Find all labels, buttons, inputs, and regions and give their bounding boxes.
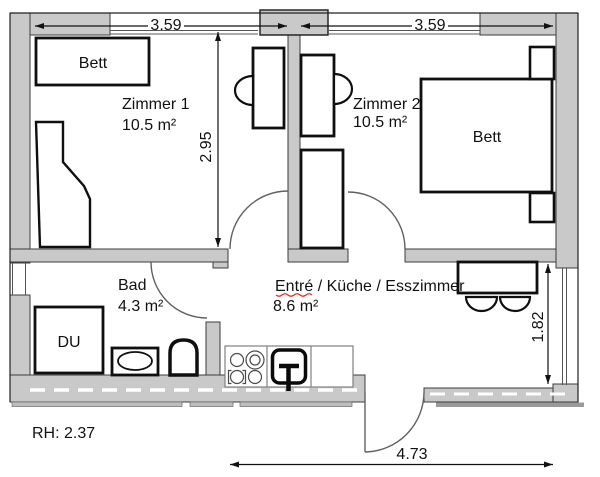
wall-shadow-right bbox=[436, 402, 584, 407]
shower-du bbox=[33, 305, 105, 375]
door-arc-zimmer2 bbox=[347, 191, 406, 250]
wall-center-foot bbox=[287, 248, 349, 263]
dimension-arrows bbox=[35, 23, 553, 468]
wardrobe-zimmer2 bbox=[299, 148, 345, 250]
bath-sink-basin bbox=[117, 351, 153, 371]
door-arc-entry bbox=[364, 391, 425, 453]
wardrobe-zimmer1 bbox=[34, 120, 92, 249]
zimmer2-area: 10.5 m² bbox=[353, 114, 408, 131]
bad-name: Bad bbox=[118, 277, 146, 294]
dim-dining-depth: 1.82 bbox=[530, 311, 547, 342]
bed-zimmer2-label: Bett bbox=[473, 129, 502, 146]
wall-interior-zimmer2-ess bbox=[404, 248, 557, 263]
stove-burners bbox=[227, 350, 265, 385]
bed-zimmer1 bbox=[34, 36, 151, 87]
window-bad-left bbox=[12, 263, 26, 295]
wall-right-upper bbox=[555, 12, 579, 269]
window-zimmer2-top bbox=[328, 30, 480, 35]
nightstand-bottom bbox=[528, 191, 556, 224]
building-outline bbox=[9, 12, 579, 402]
bed-zimmer1-label: Bett bbox=[79, 55, 108, 72]
dining-chair-2 bbox=[498, 295, 532, 313]
wall-top-center-block bbox=[259, 9, 329, 36]
wall-bad-kitchen-stub bbox=[205, 321, 221, 376]
wall-interior-zimmer1-bad bbox=[9, 248, 229, 263]
wall-details bbox=[11, 388, 584, 407]
burner-bracket-right bbox=[242, 369, 247, 385]
room-height-label: RH: 2.37 bbox=[32, 425, 95, 442]
dim-top-right: 3.59 bbox=[414, 17, 445, 34]
dimension-labels: 3.59 3.59 2.95 1.82 4.73 RH: 2.37 bbox=[32, 17, 547, 463]
shower-label: DU bbox=[57, 334, 80, 351]
zimmer1-area: 10.5 m² bbox=[122, 117, 177, 134]
burner-bracket-left bbox=[227, 369, 232, 385]
kitchen-faucet bbox=[279, 363, 299, 391]
dining-chair-1 bbox=[464, 295, 499, 313]
desk-zimmer1 bbox=[251, 46, 286, 130]
dimension-lines bbox=[35, 25, 553, 466]
wall-left-lower bbox=[9, 294, 31, 381]
desk-zimmer2 bbox=[299, 53, 336, 138]
wall-center-vertical bbox=[287, 32, 301, 250]
entre-area: 8.6 m² bbox=[273, 298, 319, 315]
door-arc-bad bbox=[150, 261, 208, 319]
entre-name: Entré / Küche / Esszimmer bbox=[275, 278, 465, 295]
doors bbox=[150, 190, 425, 453]
window-zimmer1-top bbox=[110, 30, 258, 35]
dim-bottom-width: 4.73 bbox=[396, 446, 427, 463]
chair-zimmer2 bbox=[332, 72, 354, 106]
toilet bbox=[168, 338, 199, 377]
bad-area: 4.3 m² bbox=[118, 298, 164, 315]
wall-interior-notch bbox=[212, 261, 229, 269]
dim-zimmer1-depth: 2.95 bbox=[198, 131, 215, 162]
wall-foot-strip-1 bbox=[11, 401, 183, 407]
furniture bbox=[33, 36, 556, 377]
windows bbox=[12, 30, 567, 385]
bed-zimmer2 bbox=[419, 77, 554, 194]
zimmer1-name: Zimmer 1 bbox=[122, 96, 190, 113]
dining-table bbox=[456, 260, 539, 295]
chair-zimmer1 bbox=[233, 74, 255, 107]
wall-foot-strip-2 bbox=[189, 401, 234, 407]
zimmer2-name: Zimmer 2 bbox=[353, 96, 421, 113]
door-arc-zimmer1 bbox=[229, 190, 289, 250]
wall-foot-strip-3 bbox=[239, 401, 353, 407]
spellcheck-underline bbox=[275, 293, 313, 297]
kitchen bbox=[224, 345, 354, 391]
wall-left-upper bbox=[9, 12, 31, 264]
room-labels: Bett Zimmer 1 10.5 m² Zimmer 2 10.5 m² B… bbox=[57, 55, 501, 351]
nightstand-top bbox=[528, 45, 556, 81]
dim-top-left: 3.59 bbox=[150, 17, 181, 34]
window-right bbox=[562, 268, 567, 385]
